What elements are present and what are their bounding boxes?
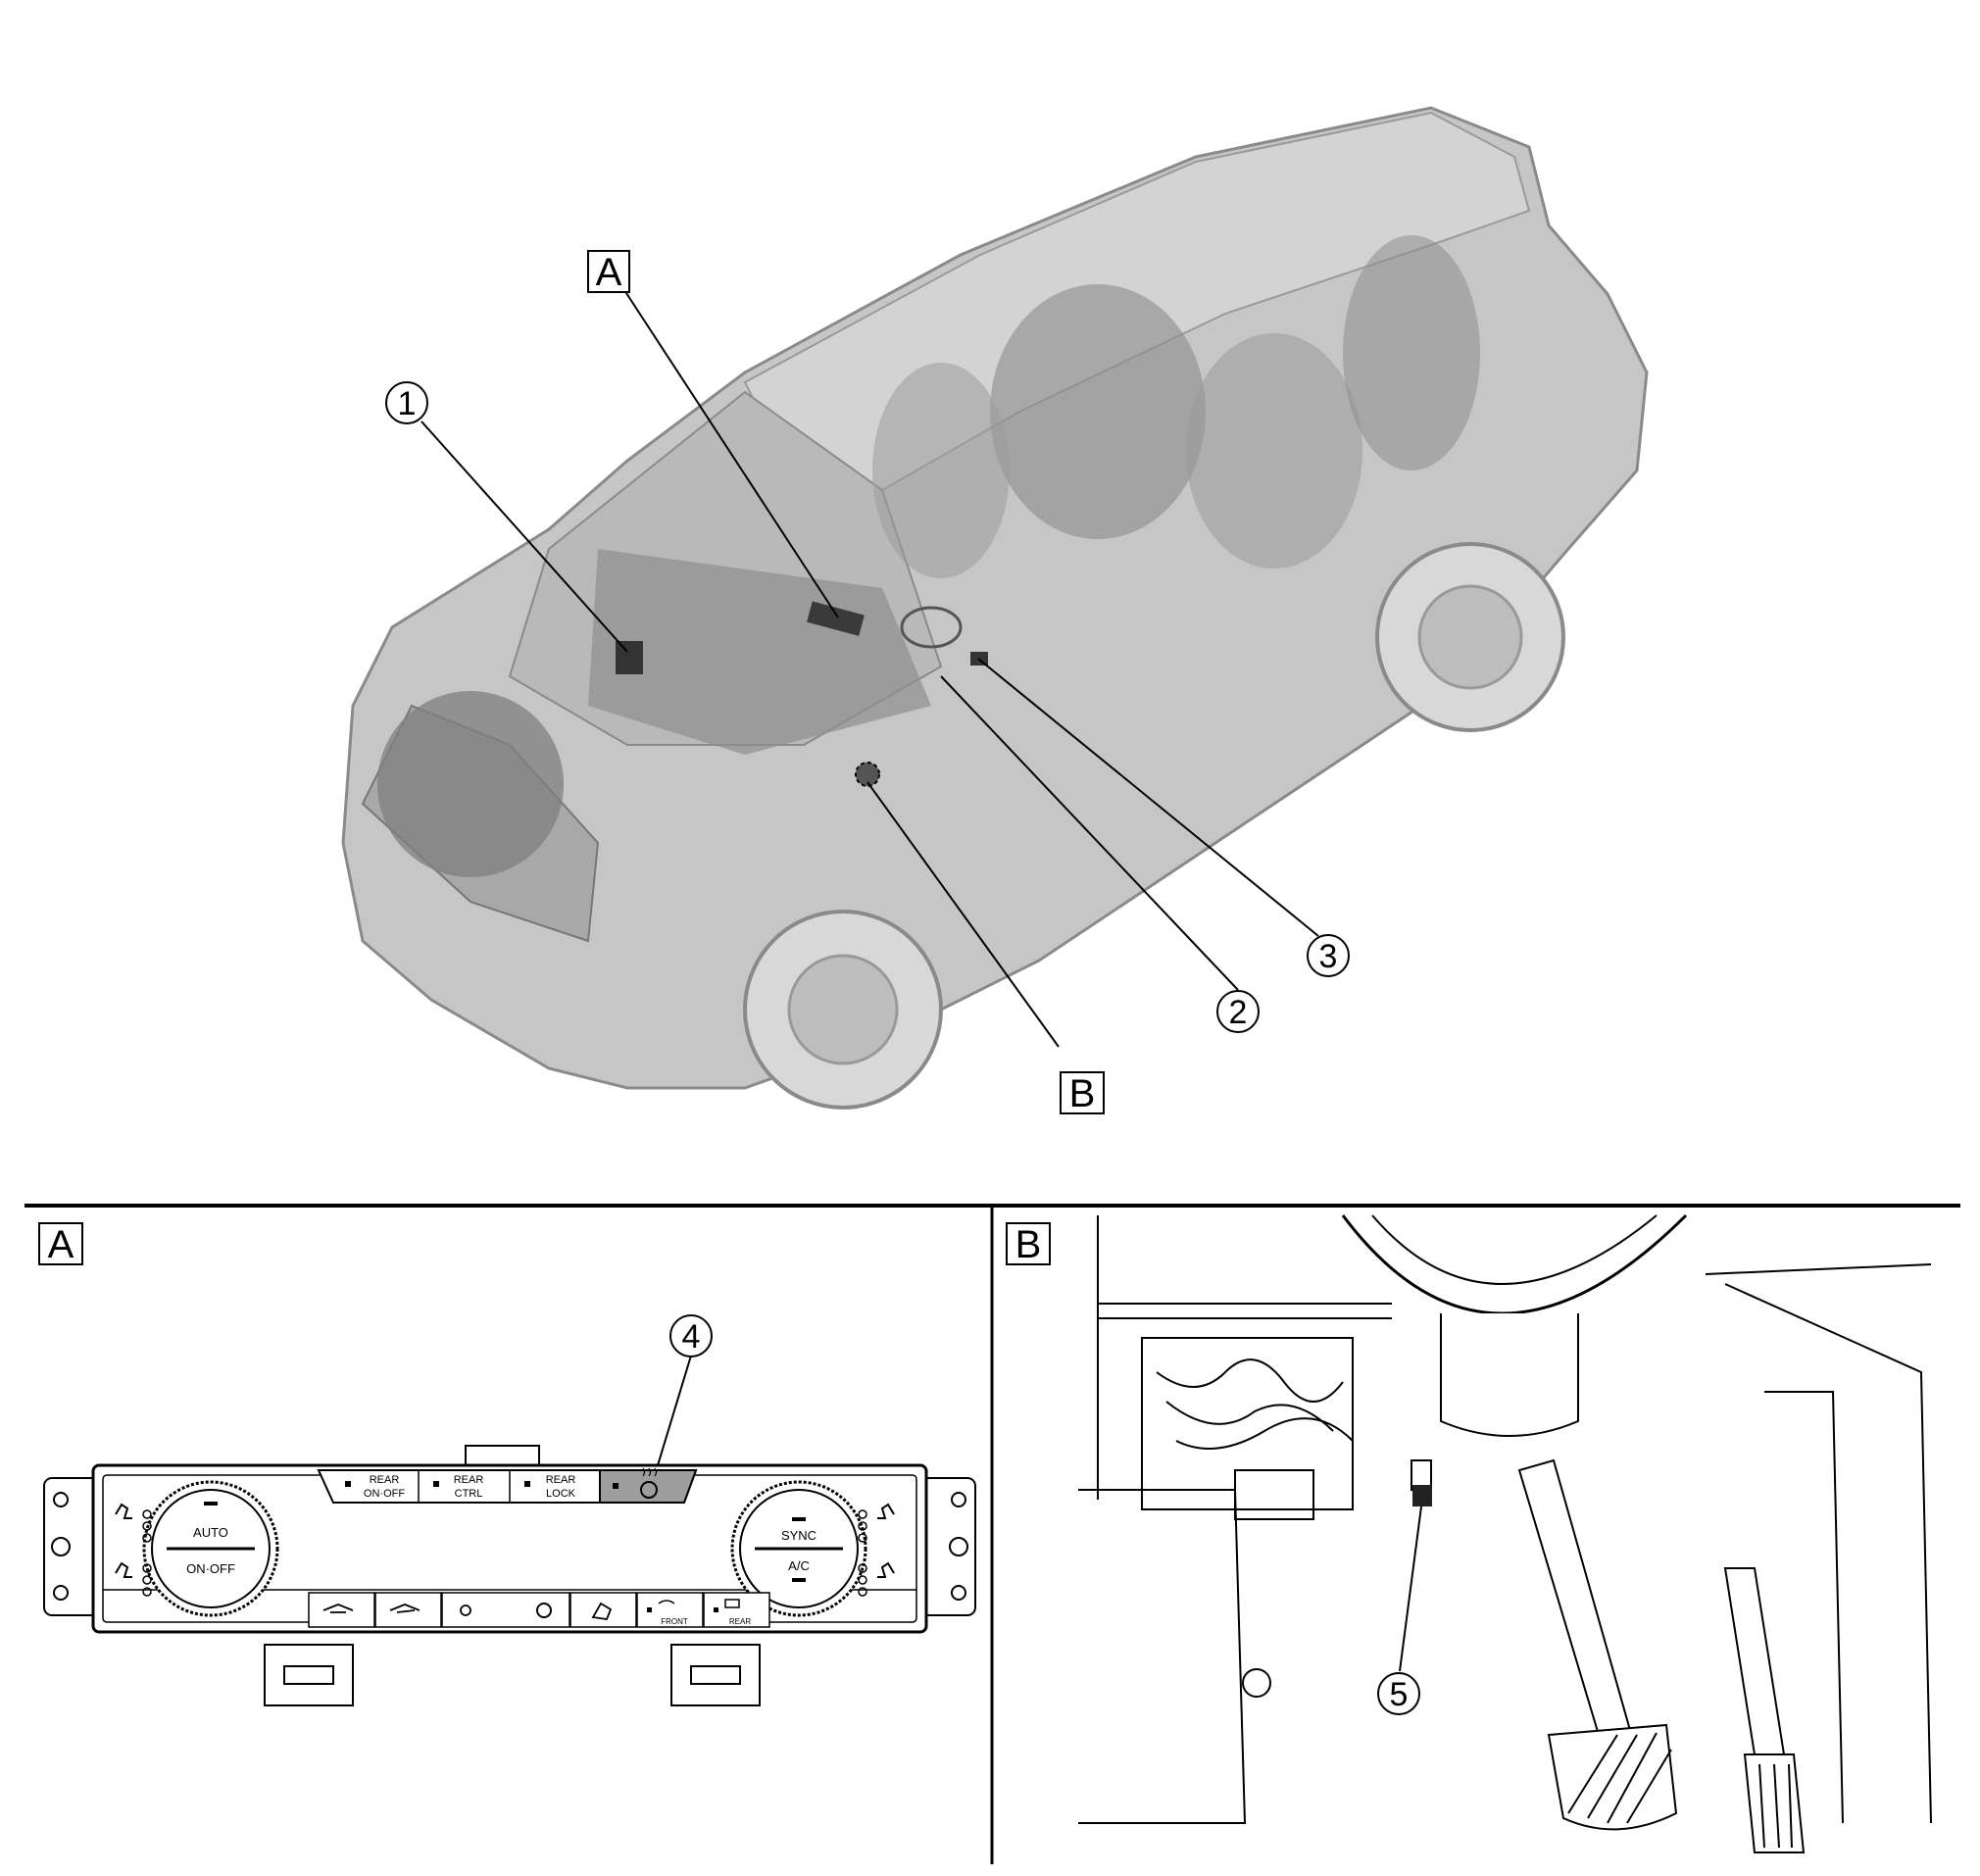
callout-5	[1377, 1672, 1420, 1715]
front-defrost-icon	[658, 1600, 675, 1604]
component-a-panel	[807, 601, 865, 636]
component-1	[616, 641, 643, 674]
component-5	[1412, 1485, 1432, 1506]
steering-heater-icon	[640, 1481, 658, 1499]
seat-vent-icon	[115, 1561, 132, 1578]
rear-wheel-rim	[1417, 584, 1523, 690]
svg-text:B: B	[1069, 1072, 1096, 1115]
callout-5-text: 5	[1390, 1676, 1409, 1713]
steering-wheel-outline	[1341, 1213, 1688, 1315]
front-defrost-button: FRONT	[647, 1600, 688, 1626]
callout-2: 2	[1216, 990, 1260, 1033]
detail-b-panel: B 5	[1006, 1213, 1932, 1853]
seat-heater-icon	[877, 1503, 895, 1519]
rear-on-off-button: REAR ON·OFF	[345, 1474, 405, 1500]
detail-a-panel: A 4 REAR ON·OFF	[38, 1222, 976, 1706]
accelerator-ribs	[1758, 1763, 1793, 1849]
svg-text:2: 2	[1229, 994, 1248, 1031]
seat-shape	[1186, 333, 1362, 568]
ac-label: A/C	[788, 1558, 810, 1573]
detail-ref-b: B	[1060, 1071, 1105, 1115]
dash-frame	[1078, 1215, 1932, 1824]
sync-label: SYNC	[781, 1528, 817, 1543]
vehicle-overview	[341, 106, 1649, 1110]
callout-4	[669, 1314, 713, 1358]
seat-shape	[872, 363, 1010, 578]
svg-text:ON·OFF: ON·OFF	[364, 1488, 405, 1500]
on-off-label: ON·OFF	[186, 1561, 235, 1576]
left-temperature-knob: AUTO ON·OFF	[142, 1480, 279, 1617]
rear-defrost-button: REAR	[714, 1599, 751, 1626]
rear-ctrl-button: REAR CTRL	[433, 1474, 483, 1500]
detail-a-label-box	[38, 1222, 83, 1265]
seat-heater-indicators	[142, 1509, 867, 1597]
svg-text:REAR: REAR	[454, 1474, 484, 1486]
steering-column	[1440, 1313, 1579, 1437]
steering-heater-button	[599, 1467, 698, 1504]
detail-b-label: B	[1015, 1223, 1042, 1266]
fan-high-icon	[536, 1603, 552, 1618]
bottom-button-row	[308, 1592, 770, 1628]
callout-1: 1	[385, 381, 428, 424]
steering-wheel	[900, 606, 963, 649]
component-b-location	[855, 762, 880, 787]
callout-4-text: 4	[682, 1318, 701, 1356]
spare-tire	[377, 691, 564, 877]
seat-shape	[990, 284, 1206, 539]
svg-text:REAR: REAR	[729, 1617, 751, 1626]
dashboard	[588, 549, 931, 755]
svg-text:REAR: REAR	[370, 1474, 400, 1486]
svg-text:1: 1	[398, 385, 417, 422]
svg-text:LOCK: LOCK	[546, 1488, 576, 1500]
svg-text:FRONT: FRONT	[661, 1617, 688, 1626]
fan-low-icon	[460, 1604, 471, 1616]
seat-vent-icon	[877, 1561, 895, 1578]
mode-icon	[591, 1602, 613, 1620]
detail-b-label-box	[1006, 1222, 1051, 1265]
detail-a-label: A	[48, 1223, 74, 1266]
svg-text:A: A	[596, 251, 622, 294]
seat-heater-icon	[115, 1503, 132, 1519]
svg-text:3: 3	[1319, 938, 1338, 975]
leader-lines	[421, 289, 1319, 1048]
wiring-harness	[1156, 1358, 1432, 1520]
recirculation-icon	[322, 1604, 354, 1613]
seat-shape	[1343, 235, 1480, 470]
front-wheel-rim	[787, 954, 899, 1065]
detail-ref-a: A	[587, 250, 630, 294]
callout-3: 3	[1307, 934, 1350, 977]
rear-lock-button: REAR LOCK	[524, 1474, 576, 1500]
brake-pedal-arm	[1517, 1458, 1639, 1766]
svg-text:REAR: REAR	[546, 1474, 576, 1486]
auto-label: AUTO	[193, 1525, 228, 1540]
right-temperature-knob: SYNC A/C	[730, 1480, 867, 1617]
fresh-air-icon	[389, 1604, 421, 1613]
accelerator-arm	[1723, 1567, 1786, 1755]
rear-defrost-icon	[724, 1599, 740, 1608]
svg-text:CTRL: CTRL	[455, 1488, 483, 1500]
pedal-pad-hatching	[1567, 1732, 1672, 1824]
